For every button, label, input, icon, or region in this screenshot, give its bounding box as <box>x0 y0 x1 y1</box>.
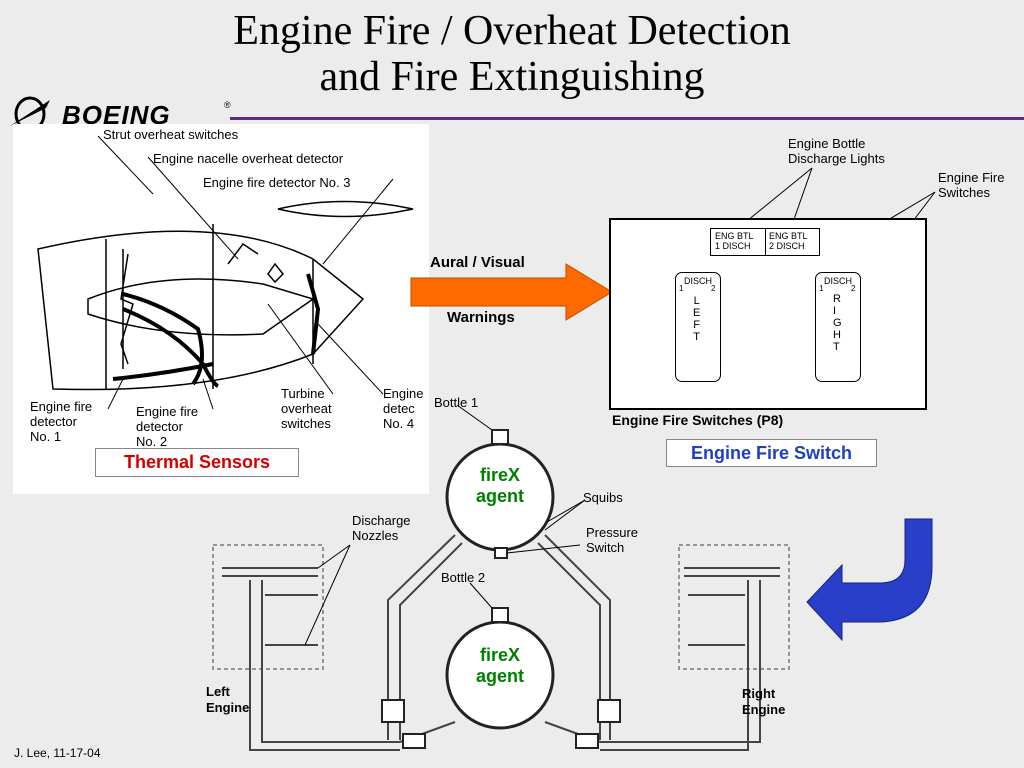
nacelle-detector-label: Engine nacelle overheat detector <box>153 151 344 166</box>
aural-visual-label: Aural / Visual <box>430 254 525 271</box>
header-divider <box>230 117 1024 120</box>
engine-fire-switch-label: Engine Fire Switch <box>666 439 877 467</box>
bottle-1-label: Bottle 1 <box>434 395 479 410</box>
squibs-label: Squibs <box>583 490 623 505</box>
detector-3-label: Engine fire detector No. 3 <box>203 175 351 190</box>
strut-overheat-label: Strut overheat switches <box>103 127 239 142</box>
warnings-label: Warnings <box>447 309 515 326</box>
footer-author: J. Lee, 11-17-04 <box>14 746 101 760</box>
title-line-2: and Fire Extinguishing <box>319 54 705 100</box>
engine-drawing <box>37 135 414 410</box>
title-line-1: Engine Fire / Overheat Detection <box>233 8 791 54</box>
panel-caption: Engine Fire Switches (P8) <box>612 412 784 428</box>
thermal-sensors-label: Thermal Sensors <box>95 448 299 477</box>
engine-diagram: Strut overheat switches Engine nacelle o… <box>13 124 429 494</box>
registered-mark: ® <box>224 100 231 110</box>
slide-title: Engine Fire / Overheat Detection and Fir… <box>0 8 1024 100</box>
bottle-2-label: Bottle 2 <box>441 570 486 585</box>
return-arrow-icon <box>806 518 933 642</box>
